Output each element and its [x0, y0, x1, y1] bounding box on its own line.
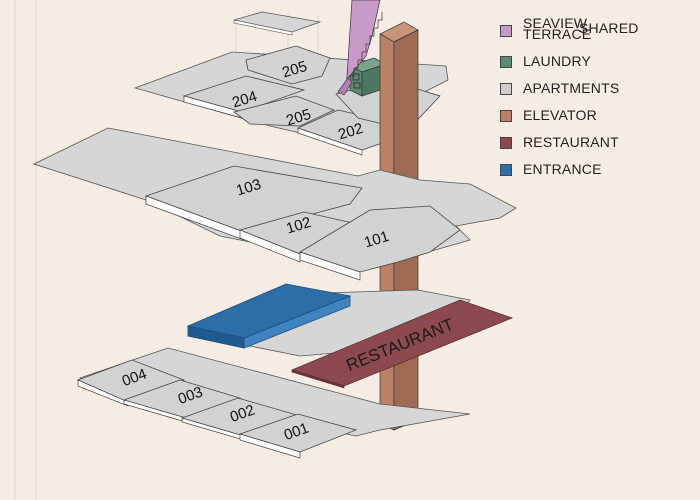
legend-label: RESTAURANT [523, 134, 619, 150]
unit-label: 103 [234, 176, 263, 200]
seaview-terrace-stair [337, 0, 383, 96]
legend: SEAVIEW TERRACE SHARED LAUNDRY APARTMENT… [500, 16, 690, 185]
unit-label: 102 [284, 214, 313, 238]
legend-item-elevator: ELEVATOR [500, 104, 690, 131]
legend-item-apartments: APARTMENTS [500, 77, 690, 104]
unit-label: 101 [362, 228, 391, 252]
legend-label: SHARED [579, 20, 639, 36]
unit-label: 205 [284, 106, 313, 130]
level-0: RESTAURANT [186, 283, 514, 389]
legend-swatch [500, 25, 512, 37]
basement-slab [78, 347, 471, 437]
legend-label: APARTMENTS [523, 80, 620, 96]
legend-item-shared-terrace: SEAVIEW TERRACE SHARED [500, 16, 690, 50]
legend-label: ENTRANCE [523, 161, 602, 177]
legend-item-entrance: ENTRANCE [500, 158, 690, 185]
apartment-101 [299, 205, 461, 273]
level-basement: 004 003 002 001 [76, 347, 471, 459]
unit-label: 205 [280, 58, 309, 82]
apartment-205-upper [245, 45, 331, 85]
level-1: 103 102 101 [32, 127, 517, 281]
legend-item-laundry: LAUNDRY [500, 50, 690, 77]
legend-label: ELEVATOR [523, 107, 597, 123]
legend-item-restaurant: RESTAURANT [500, 131, 690, 158]
unit-label: 204 [230, 88, 259, 112]
legend-swatch [500, 164, 512, 176]
legend-label: LAUNDRY [523, 53, 592, 69]
legend-swatch [500, 83, 512, 95]
legend-label: TERRACE [523, 26, 592, 42]
legend-swatch [500, 137, 512, 149]
legend-swatch [500, 56, 512, 68]
legend-swatch [500, 110, 512, 122]
unit-label: 202 [336, 120, 365, 144]
apartment-205-lower [233, 95, 336, 127]
entrance-block [186, 283, 352, 349]
legend-label: SEAVIEW [523, 15, 588, 31]
